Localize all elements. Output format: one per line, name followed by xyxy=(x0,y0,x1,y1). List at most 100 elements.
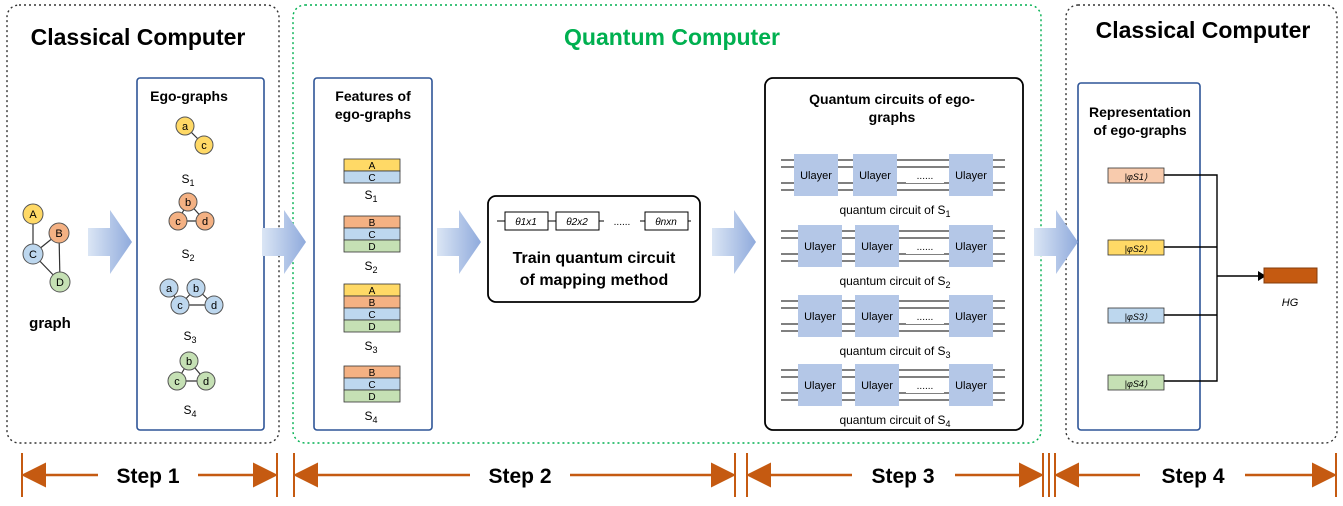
output-vector xyxy=(1263,267,1318,284)
ulayer-block xyxy=(855,364,899,406)
state-s4: |φS4⟩ xyxy=(1125,379,1148,389)
svg-text:B: B xyxy=(369,298,376,309)
mapping-gate-n: θnxn xyxy=(655,217,677,228)
svg-text:S1: S1 xyxy=(364,188,377,204)
svg-text:B: B xyxy=(369,218,376,229)
right-panel-title: Classical Computer xyxy=(1096,17,1311,43)
step-2-label: Step 2 xyxy=(488,465,551,488)
svg-text:S1: S1 xyxy=(181,172,194,188)
svg-text:S4: S4 xyxy=(183,403,196,419)
svg-text:a: a xyxy=(182,121,189,133)
output-label: HG xyxy=(1282,297,1299,309)
ulayer-label: Ulayer xyxy=(955,241,987,253)
circuits-box xyxy=(764,77,1024,431)
left-panel-title: Classical Computer xyxy=(31,24,246,50)
svg-text:C: C xyxy=(368,380,375,391)
ulayer-block xyxy=(949,295,993,337)
circuits-title-1: Quantum circuits of ego- xyxy=(809,91,975,107)
ulayer-label: Ulayer xyxy=(861,241,893,253)
ego-graph-s2: b c d S2 xyxy=(168,192,215,263)
ulayer-label: Ulayer xyxy=(804,380,836,392)
ulayer-block xyxy=(855,295,899,337)
svg-text:A: A xyxy=(369,286,376,297)
graph-node-d: D xyxy=(56,277,64,289)
svg-text:S2: S2 xyxy=(181,247,194,263)
svg-text:D: D xyxy=(368,322,375,333)
ulayer-label: Ulayer xyxy=(800,170,832,182)
ulayer-block xyxy=(794,154,838,196)
ulayer-block xyxy=(798,364,842,406)
ulayer-block xyxy=(949,364,993,406)
graph-label: graph xyxy=(29,315,71,332)
svg-text:a: a xyxy=(166,283,173,295)
svg-text:c: c xyxy=(174,376,180,388)
mapping-title-2: of mapping method xyxy=(520,272,668,289)
svg-text:S3: S3 xyxy=(364,339,377,355)
representation-title-1: Representation xyxy=(1089,104,1191,120)
ego-graph-s4: b c d S4 xyxy=(167,351,216,419)
svg-text:b: b xyxy=(186,356,192,368)
features-title-1: Features of xyxy=(335,88,411,104)
ulayer-label: Ulayer xyxy=(804,311,836,323)
circuit-dots: ...... xyxy=(917,312,934,323)
svg-text:C: C xyxy=(368,173,375,184)
ulayer-label: Ulayer xyxy=(859,170,891,182)
ego-graph-s3: a b c d S3 xyxy=(159,278,224,345)
svg-text:c: c xyxy=(175,216,181,228)
circuits-title-2: graphs xyxy=(869,109,916,125)
step-4-label: Step 4 xyxy=(1161,465,1224,488)
svg-text:c: c xyxy=(201,140,207,152)
state-s1: |φS1⟩ xyxy=(1125,172,1148,182)
ego-graph-s1: a c S1 xyxy=(175,116,214,188)
circuit-dots: ...... xyxy=(917,171,934,182)
quantum-circuit-s1: Ulayer Ulayer Ulayer...... quantum circuit … xyxy=(781,154,1005,219)
graph-node-c: C xyxy=(29,249,37,261)
state-s2: |φS2⟩ xyxy=(1125,244,1148,254)
right-classical-panel xyxy=(1065,4,1338,444)
circuit-caption: quantum circuit of S1 xyxy=(839,203,950,219)
ulayer-block xyxy=(949,154,993,196)
feature-stack-s3: A B C D S3 xyxy=(343,283,401,355)
circuit-caption: quantum circuit of S3 xyxy=(839,344,950,360)
svg-text:S4: S4 xyxy=(364,409,377,425)
svg-text:b: b xyxy=(185,197,191,209)
feature-stack-s4: B C D S4 xyxy=(343,365,401,425)
svg-text:d: d xyxy=(202,216,208,228)
flow-arrow-4 xyxy=(712,210,756,274)
representation-title-2: of ego-graphs xyxy=(1093,122,1187,138)
ulayer-block xyxy=(798,295,842,337)
flow-arrow-2 xyxy=(262,210,306,274)
ulayer-block xyxy=(949,225,993,267)
svg-text:d: d xyxy=(211,300,217,312)
ulayer-label: Ulayer xyxy=(955,170,987,182)
graph-node-a: A xyxy=(29,209,37,221)
ulayer-label: Ulayer xyxy=(955,311,987,323)
feature-stack-s2: B C D S2 xyxy=(343,215,401,275)
svg-text:S2: S2 xyxy=(364,259,377,275)
svg-text:C: C xyxy=(368,230,375,241)
svg-text:b: b xyxy=(193,283,199,295)
svg-text:D: D xyxy=(368,392,375,403)
flow-arrow-5 xyxy=(1034,210,1078,274)
flow-arrow-1 xyxy=(88,210,132,274)
input-graph: A B C D graph xyxy=(22,203,71,332)
mapping-gate-1: θ1x1 xyxy=(515,217,537,228)
svg-text:c: c xyxy=(177,300,183,312)
ulayer-block xyxy=(855,225,899,267)
svg-text:d: d xyxy=(203,376,209,388)
svg-text:S3: S3 xyxy=(183,329,196,345)
circuit-dots: ...... xyxy=(917,381,934,392)
state-vectors: |φS1⟩ |φS2⟩ |φS3⟩ |φS4⟩ xyxy=(1107,167,1266,391)
features-title-2: ego-graphs xyxy=(335,106,411,122)
feature-stack-s1: A C S1 xyxy=(343,158,401,204)
step-1-label: Step 1 xyxy=(116,465,179,488)
mapping-gate-2: θ2x2 xyxy=(566,217,588,228)
ulayer-label: Ulayer xyxy=(955,380,987,392)
left-classical-panel xyxy=(6,4,280,444)
